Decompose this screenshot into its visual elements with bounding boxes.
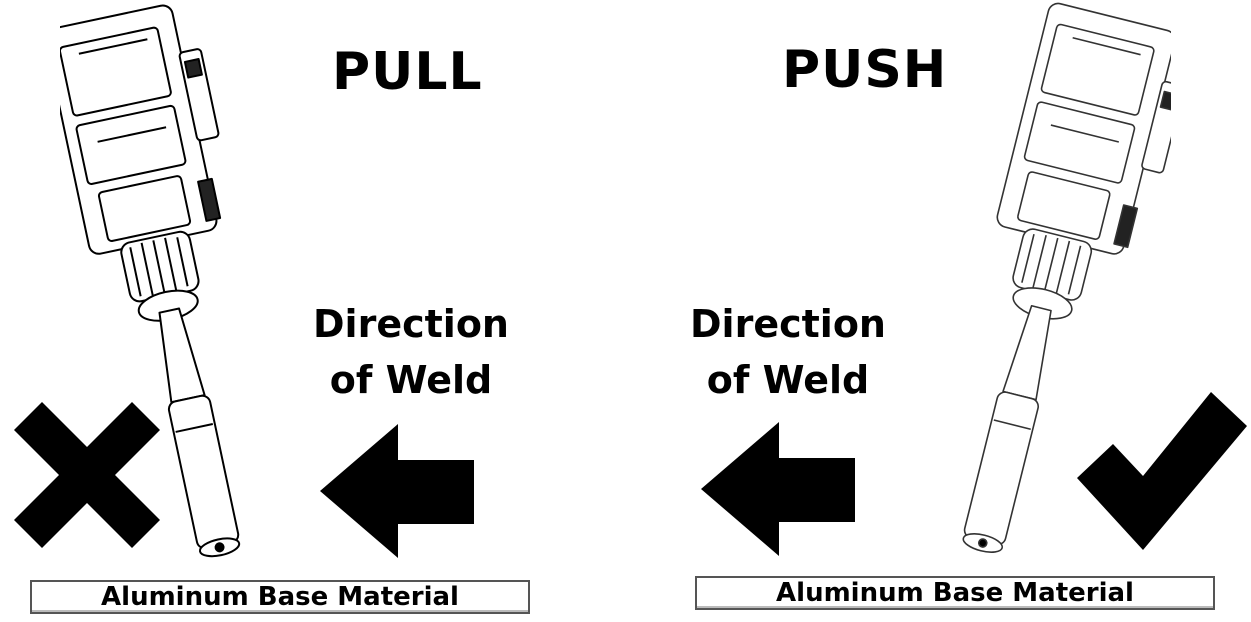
pull-panel: PULL Direction of Weld Aluminum Base Mat… — [0, 0, 620, 622]
pull-direction-line1: Direction — [313, 302, 509, 346]
arrow-left-icon — [320, 424, 474, 558]
arrow-left-icon — [701, 422, 855, 556]
pull-direction-line2: of Weld — [329, 358, 493, 402]
push-base-material: Aluminum Base Material — [695, 576, 1215, 610]
pull-base-material: Aluminum Base Material — [30, 580, 530, 614]
check-mark-icon — [1077, 392, 1247, 550]
push-base-label: Aluminum Base Material — [776, 578, 1134, 608]
x-mark-icon — [14, 402, 160, 548]
mig-torch-icon — [962, 2, 1171, 553]
pull-base-label: Aluminum Base Material — [101, 582, 459, 612]
push-direction-line1: Direction — [690, 302, 886, 346]
pull-title: PULL — [332, 42, 483, 102]
push-direction-line2: of Weld — [706, 358, 870, 402]
mig-torch-icon — [60, 4, 241, 558]
push-title: PUSH — [782, 40, 948, 100]
push-panel: PUSH Direction of Weld — [631, 0, 1251, 622]
